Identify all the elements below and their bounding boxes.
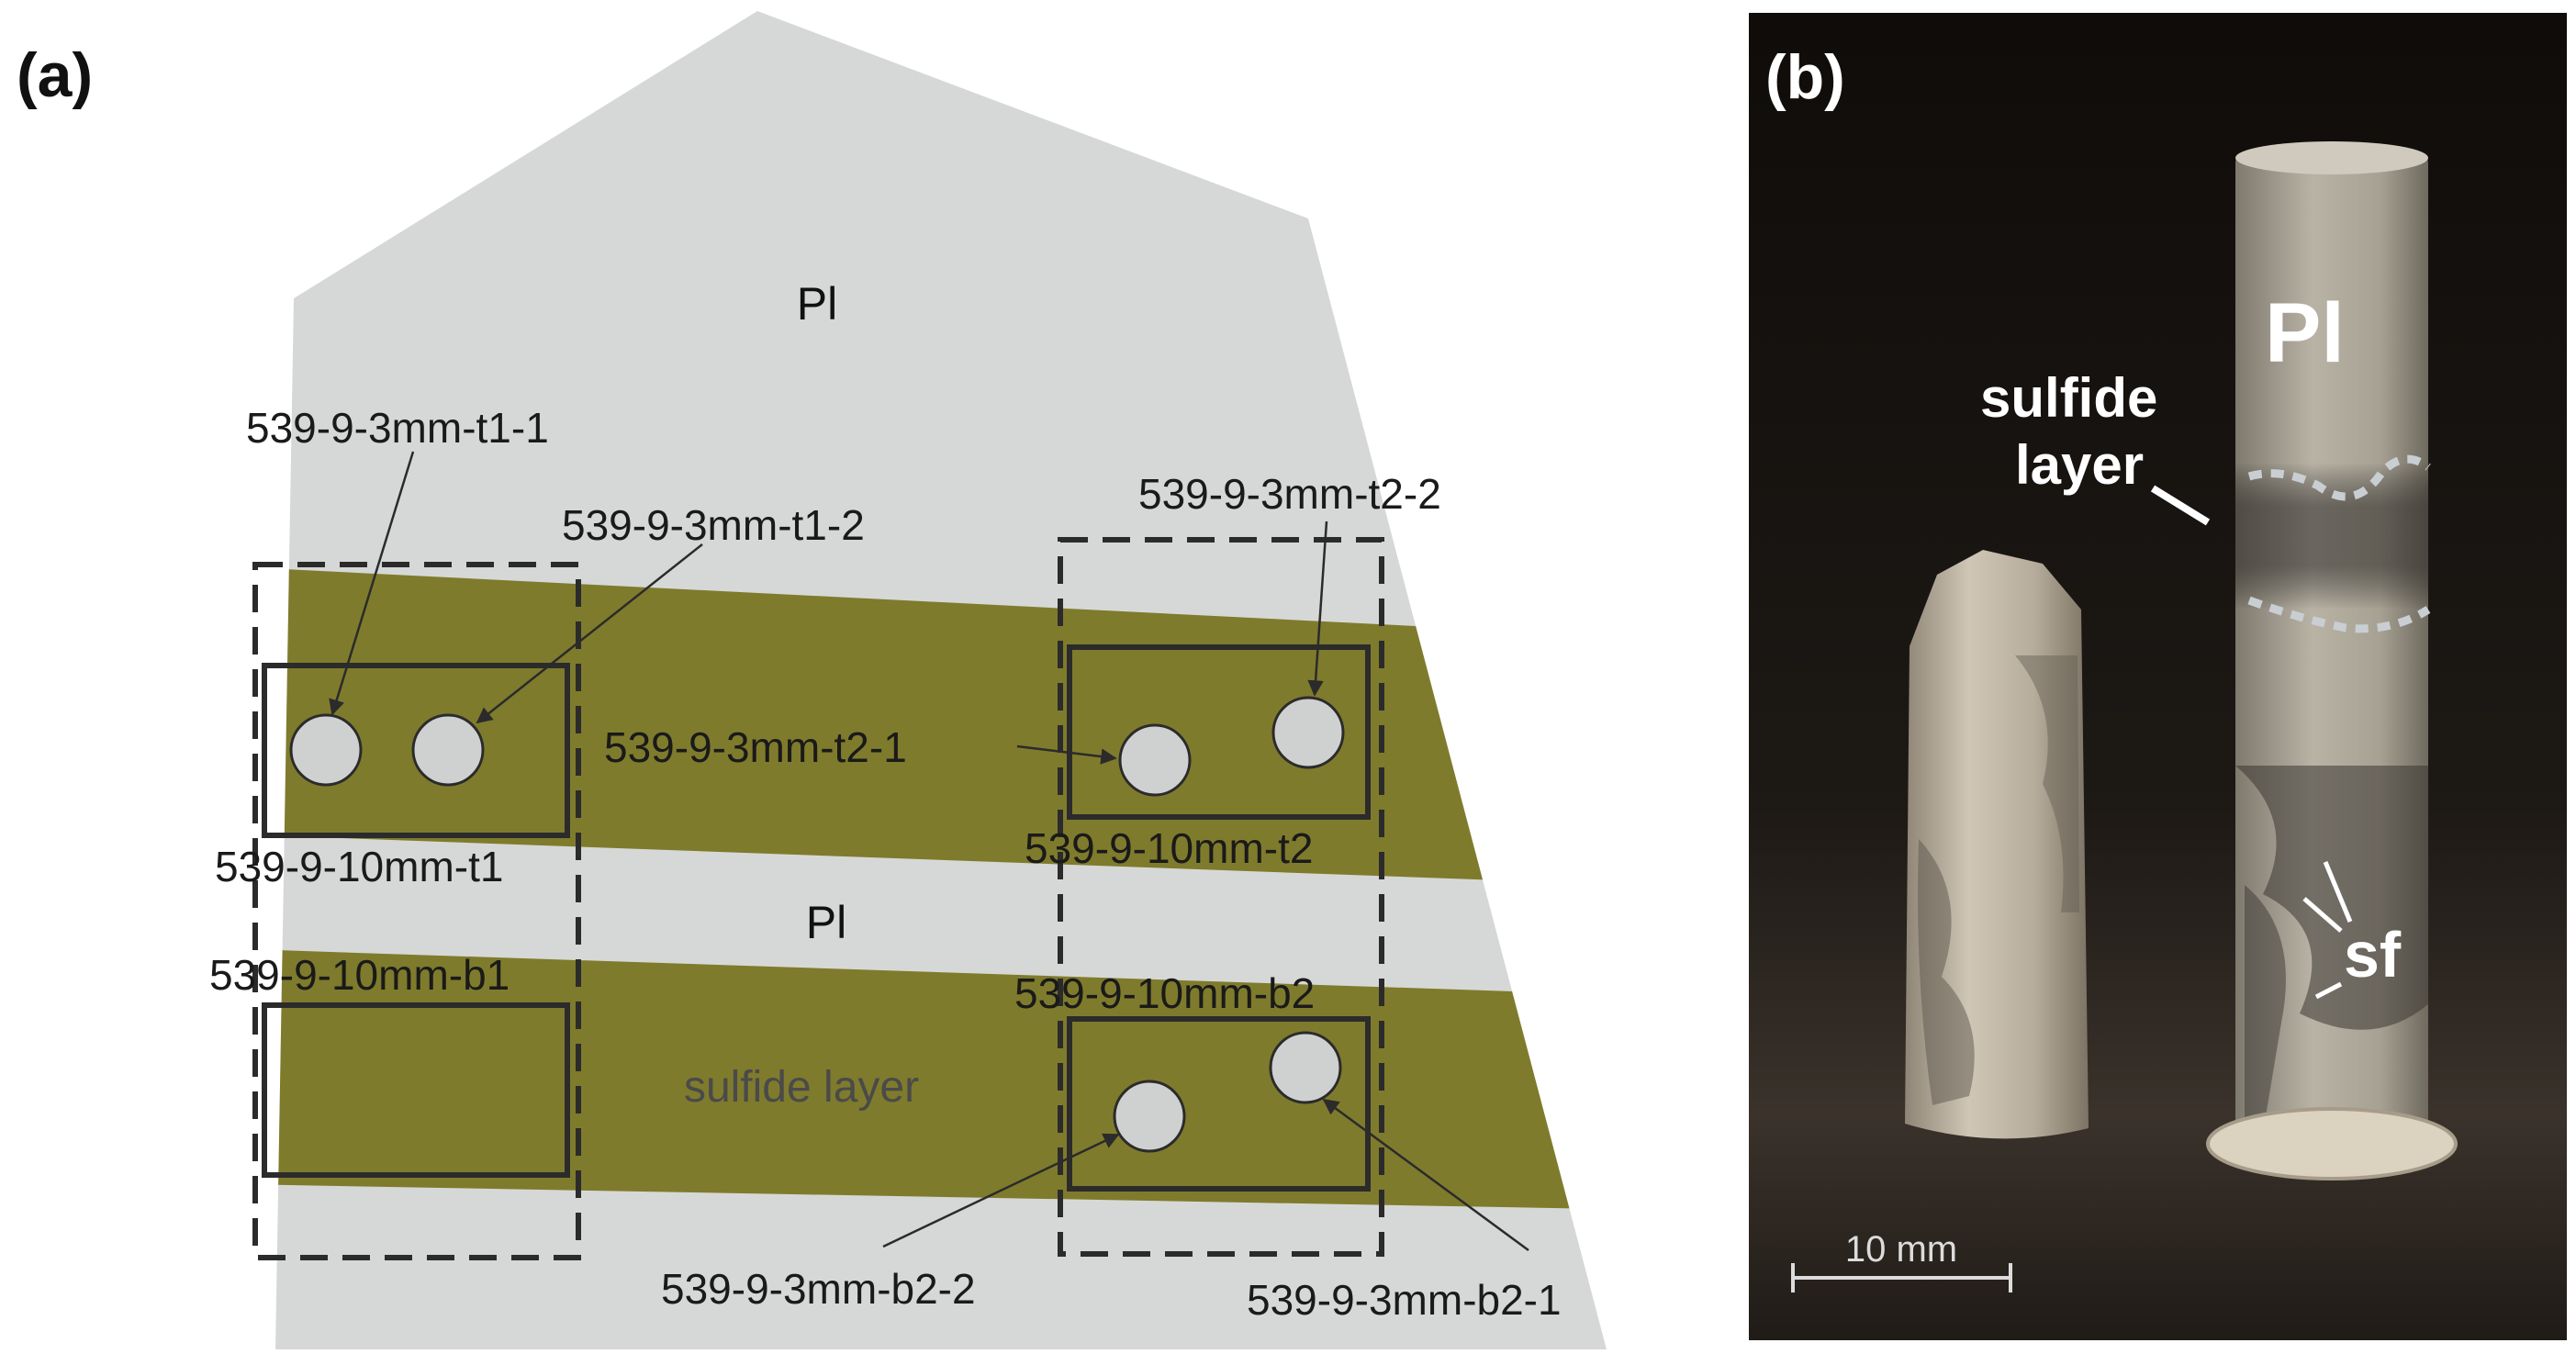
- sf-pointer-2: [2302, 897, 2343, 933]
- left-core-mottling: [1918, 839, 1975, 1105]
- label-3mm-t1-2: 539-9-3mm-t1-2: [562, 501, 865, 549]
- pl-label-top: Pl: [797, 278, 837, 330]
- pl-label-middle: Pl: [806, 897, 846, 948]
- sulfide-band-upper: [275, 562, 1607, 886]
- panel-b-photo: (b) Pl sulfide layer sf 10 mm: [1749, 13, 2567, 1340]
- left-core-mottling-2: [2015, 655, 2079, 912]
- sulfide-boundary-upper: [2247, 454, 2431, 501]
- sulfide-label-line2: layer: [2015, 434, 2144, 496]
- pl-label-photo: Pl: [2265, 286, 2345, 380]
- label-10mm-b2: 539-9-10mm-b2: [1014, 969, 1315, 1017]
- sample-circle-t1-1: [289, 713, 363, 787]
- sf-pointer-3: [2314, 981, 2343, 1000]
- sample-circle-t1-2: [411, 713, 485, 787]
- sample-circle-t2-2: [1271, 696, 1345, 769]
- sulfide-pointer: [2150, 485, 2211, 526]
- sulfide-layer-label: sulfide layer: [684, 1063, 919, 1112]
- sf-pointer-1: [2323, 861, 2353, 923]
- dashed-box-right: [1058, 537, 1384, 1257]
- label-10mm-b1: 539-9-10mm-b1: [209, 951, 510, 999]
- arrow-b2-2: [882, 1133, 1120, 1248]
- right-core-sulfide-band: [2235, 463, 2428, 610]
- label-3mm-t2-2: 539-9-3mm-t2-2: [1138, 470, 1441, 518]
- arrow-t1-2: [476, 543, 703, 724]
- label-3mm-b2-2: 539-9-3mm-b2-2: [661, 1265, 976, 1313]
- sample-box-t2: [1067, 644, 1371, 820]
- sulfide-boundary-lower: [2247, 596, 2431, 633]
- sample-box-b1: [262, 1002, 570, 1178]
- arrow-t1-1: [329, 451, 415, 716]
- label-10mm-t2: 539-9-10mm-t2: [1025, 824, 1313, 872]
- arrow-t2-1: [1016, 744, 1117, 765]
- panel-a-label: (a): [17, 40, 93, 110]
- sample-box-t1: [262, 663, 570, 838]
- label-10mm-t1: 539-9-10mm-t1: [215, 843, 503, 890]
- scale-bar-label: 10 mm: [1845, 1229, 1957, 1270]
- label-3mm-b2-1: 539-9-3mm-b2-1: [1247, 1276, 1562, 1324]
- label-3mm-t1-1: 539-9-3mm-t1-1: [246, 404, 549, 452]
- right-core-base-ring: [2206, 1107, 2458, 1181]
- sample-circle-b2-2: [1113, 1080, 1186, 1153]
- sulfide-label-line1: sulfide: [1980, 367, 2157, 429]
- panel-a-diagram: (a) Pl Pl sulfide layer 539-9-3mm-t1-1 5…: [17, 11, 1607, 1349]
- arrow-t2-2: [1307, 520, 1328, 697]
- sample-circle-b2-1: [1269, 1031, 1342, 1104]
- photo-background: [1749, 13, 2567, 1340]
- sample-circle-t2-1: [1118, 723, 1192, 797]
- sf-label: sf: [2344, 919, 2402, 990]
- sample-box-b2: [1067, 1016, 1371, 1192]
- arrow-b2-1: [1322, 1098, 1529, 1252]
- right-core-sulfide-lower: [2235, 766, 2428, 1030]
- right-core-top: [2235, 141, 2428, 174]
- panel-b-label: (b): [1765, 42, 1845, 112]
- label-3mm-t2-1: 539-9-3mm-t2-1: [604, 723, 907, 771]
- sulfide-band-lower: [275, 946, 1607, 1210]
- right-core-sulfide-lower-2: [2245, 885, 2286, 1133]
